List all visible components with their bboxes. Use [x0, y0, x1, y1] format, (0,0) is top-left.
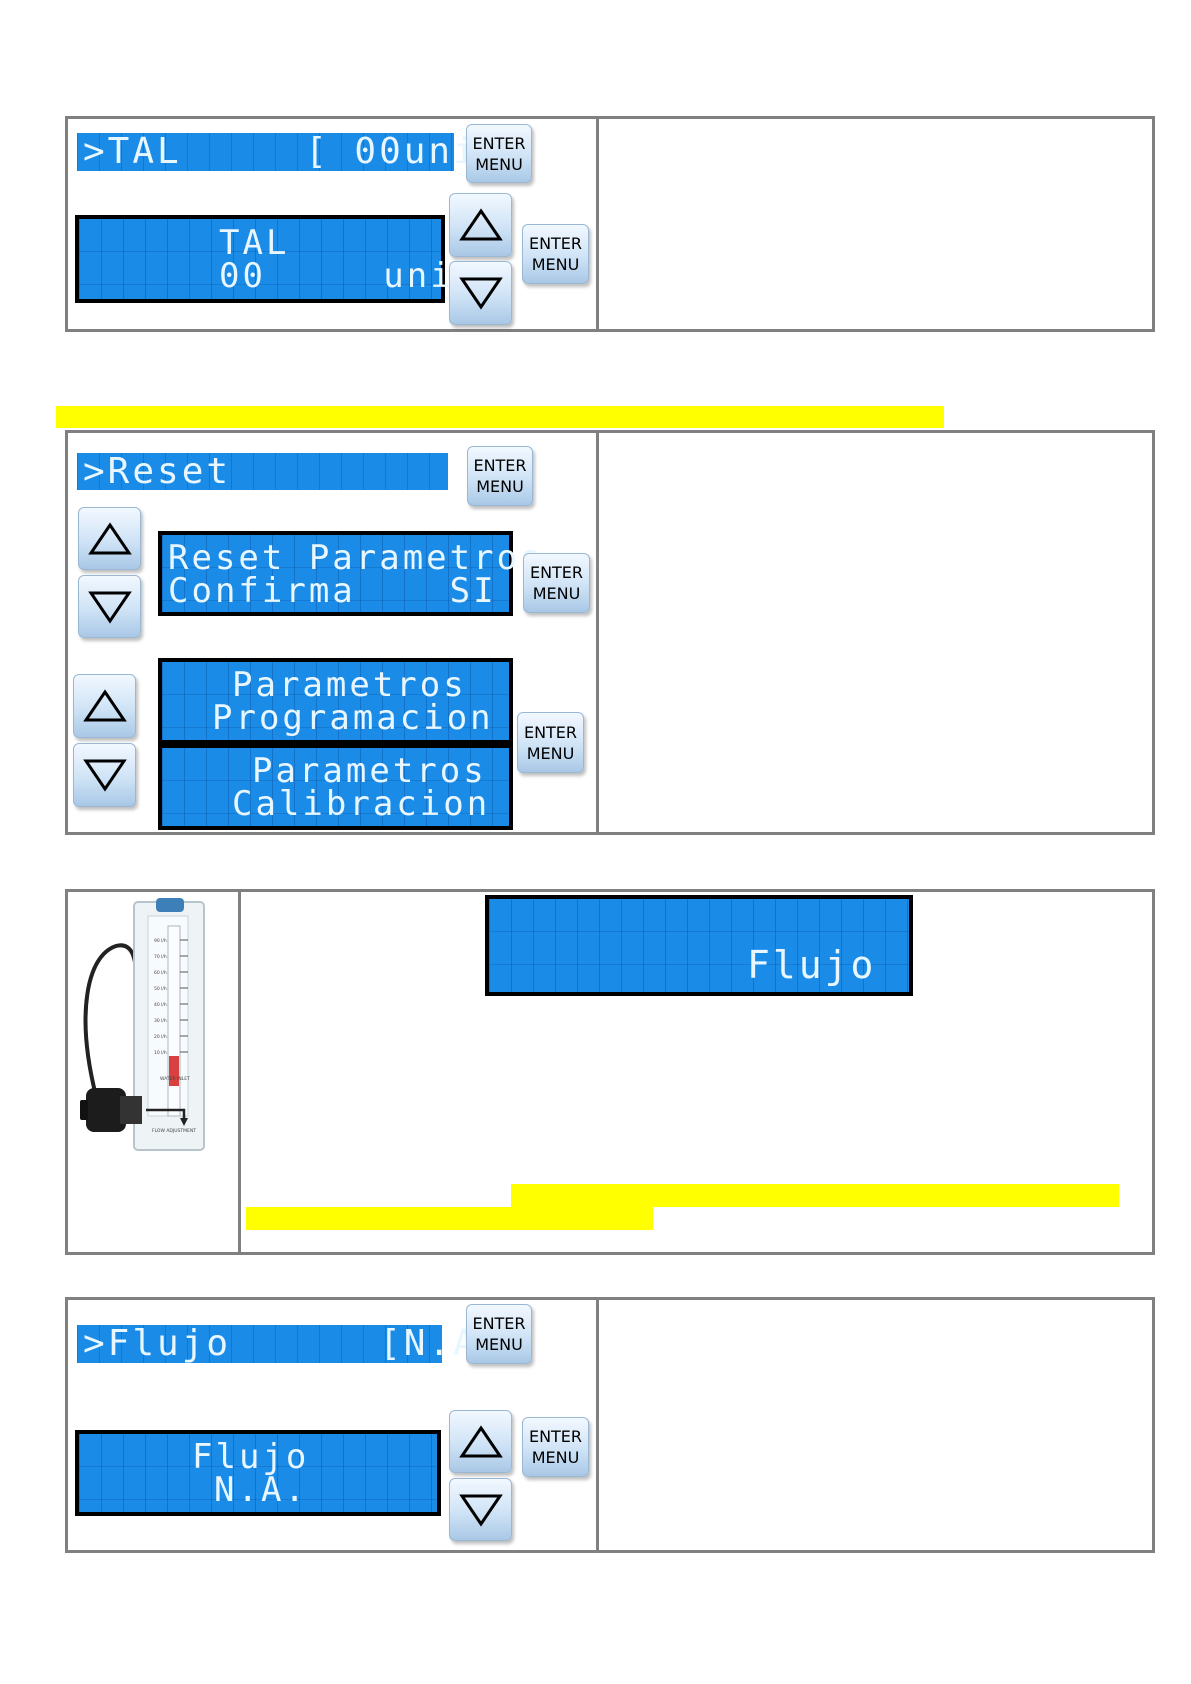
- scale-label: 40 l/h: [154, 1002, 167, 1008]
- arrow-up-button[interactable]: [449, 193, 512, 257]
- lcd-line-2: Calibracion: [232, 784, 491, 824]
- lcd-display-reset-confirm: Reset Parametros Confirma SI: [158, 531, 544, 616]
- enter-label: ENTER: [472, 133, 526, 153]
- menu-label: MENU: [531, 255, 580, 274]
- arrow-up-icon: [87, 521, 132, 554]
- menu-label: MENU: [475, 154, 523, 174]
- lcd-display-parametros-calibracion: Parametros Calibracion: [158, 744, 513, 830]
- enter-menu-button[interactable]: ENTER MENU: [517, 712, 584, 773]
- arrow-up-button[interactable]: [73, 674, 136, 738]
- lcd-line-1: Parametros: [252, 751, 487, 791]
- highlight-strip: [511, 1184, 1119, 1207]
- lcd-line-1: Reset Parametros: [168, 538, 544, 578]
- scale-label: 70 l/h: [154, 954, 167, 960]
- lcd-display-parametros-programacion: Parametros Programacion: [158, 658, 513, 744]
- flowmeter-image: 90 l/h 70 l/h 60 l/h 50 l/h 40 l/h 30 l/…: [80, 898, 205, 1151]
- lcd-line-1: Flujo: [192, 1437, 310, 1477]
- panel-divider: [596, 433, 599, 832]
- arrow-down-icon: [458, 1494, 503, 1527]
- scale-label: 50 l/h: [154, 986, 167, 992]
- arrow-up-button[interactable]: [78, 507, 141, 570]
- menu-label: MENU: [476, 477, 524, 496]
- scale-label: FLOW ADJUSTMENT: [152, 1128, 196, 1134]
- menu-label: MENU: [475, 1335, 523, 1354]
- enter-label: ENTER: [472, 1314, 526, 1333]
- enter-menu-button[interactable]: ENTER MENU: [467, 446, 533, 506]
- menu-bar-tal: >TAL [ 00unit]: [77, 133, 524, 171]
- arrow-down-icon: [82, 759, 127, 792]
- lcd-line-2: Confirma SI: [168, 571, 497, 611]
- lcd-display-flujo-na: Flujo N.A.: [75, 1430, 441, 1516]
- lcd-line-2: Programacion: [212, 698, 494, 738]
- arrow-up-icon: [82, 689, 127, 722]
- arrow-down-button[interactable]: [449, 1478, 512, 1541]
- menu-label: MENU: [531, 1448, 580, 1467]
- arrow-down-button[interactable]: [78, 575, 141, 638]
- arrow-down-button[interactable]: [73, 743, 136, 807]
- scale-label: 20 l/h: [154, 1034, 167, 1040]
- panel-tal: >TAL [ 00unit] ENTER MENU TAL 00 unit EN…: [65, 116, 1155, 332]
- lcd-line-2: Flujo: [747, 943, 877, 987]
- arrow-up-icon: [458, 1424, 503, 1457]
- panel-divider: [596, 119, 599, 329]
- arrow-down-button[interactable]: [449, 261, 512, 325]
- arrow-down-icon: [458, 277, 503, 310]
- enter-menu-button[interactable]: ENTER MENU: [466, 124, 532, 183]
- enter-label: ENTER: [523, 722, 578, 742]
- arrow-down-icon: [87, 591, 132, 624]
- panel-flujo: >Flujo [N.A.] ENTER MENU Flujo N.A. ENTE…: [65, 1297, 1155, 1553]
- highlight-strip: [246, 1207, 653, 1230]
- lcd-display-tal: TAL 00 unit: [75, 215, 478, 303]
- lcd-line-2: N.A.: [214, 1470, 308, 1510]
- enter-menu-button[interactable]: ENTER MENU: [466, 1304, 532, 1364]
- lcd-line-1: Parametros: [232, 665, 467, 705]
- highlight-strip: [56, 406, 944, 428]
- panel-reset: >Reset ENTER MENU Reset Parametros Confi…: [65, 430, 1155, 835]
- panel-divider: [238, 892, 241, 1252]
- enter-label: ENTER: [529, 563, 584, 582]
- lcd-display-flujo: Flujo: [485, 895, 913, 996]
- enter-label: ENTER: [473, 456, 527, 475]
- menu-label: MENU: [526, 743, 575, 763]
- scale-label: WATER INLET: [160, 1076, 190, 1082]
- enter-menu-button[interactable]: ENTER MENU: [523, 553, 590, 613]
- enter-label: ENTER: [528, 234, 583, 253]
- arrow-up-icon: [458, 208, 503, 241]
- menu-bar-reset: >Reset: [77, 453, 448, 490]
- enter-label: ENTER: [528, 1427, 583, 1446]
- menu-bar-flujo: >Flujo [N.A.]: [77, 1325, 524, 1363]
- scale-label: 90 l/h: [154, 938, 167, 944]
- panel-flowmeter: 90 l/h 70 l/h 60 l/h 50 l/h 40 l/h 30 l/…: [65, 889, 1155, 1255]
- enter-menu-button[interactable]: ENTER MENU: [522, 1417, 589, 1477]
- enter-menu-button[interactable]: ENTER MENU: [522, 224, 589, 284]
- panel-divider: [596, 1300, 599, 1550]
- scale-label: 30 l/h: [154, 1018, 167, 1024]
- lcd-line-1: TAL: [219, 223, 290, 263]
- scale-label: 60 l/h: [154, 970, 167, 976]
- scale-label: 10 l/h: [154, 1050, 167, 1056]
- arrow-up-button[interactable]: [449, 1410, 512, 1473]
- menu-label: MENU: [532, 584, 581, 603]
- lcd-line-2: 00 unit: [219, 256, 478, 296]
